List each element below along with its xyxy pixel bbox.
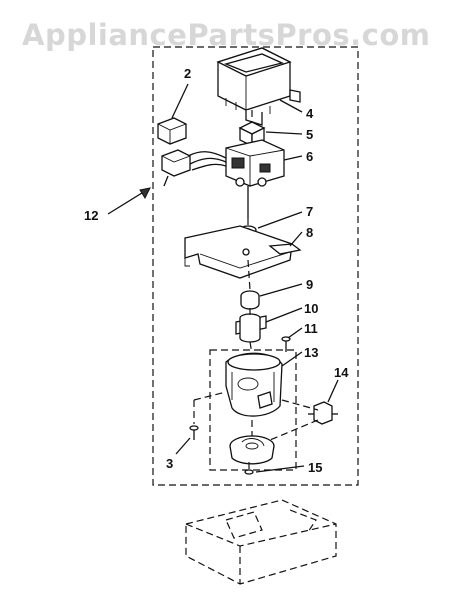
alignment-lines <box>193 110 319 470</box>
wire-connector-part <box>157 117 191 187</box>
assembly-boundary <box>152 46 359 486</box>
callout-14: 14 <box>334 365 349 380</box>
housing-subassembly-boundary <box>209 349 297 471</box>
watermark: AppliancePartsPros.com <box>22 18 431 52</box>
bottom-tray-part <box>185 499 337 585</box>
callout-12: 12 <box>84 208 98 223</box>
callout-2: 2 <box>184 66 191 81</box>
mounting-bracket-part <box>184 225 302 279</box>
washer-part-15 <box>244 469 254 475</box>
callout-15: 15 <box>308 460 322 475</box>
callout-9: 9 <box>306 277 313 292</box>
bushing-part <box>240 290 260 310</box>
callout-4: 4 <box>306 106 314 121</box>
auger-housing-part <box>225 352 283 417</box>
callout-labels: 2 4 5 6 7 8 9 10 11 12 13 14 3 15 <box>84 66 349 475</box>
callout-10: 10 <box>304 301 318 316</box>
callout-11: 11 <box>304 321 318 336</box>
motor-cover-part <box>216 47 301 126</box>
callout-8: 8 <box>306 225 313 240</box>
switch-part <box>308 401 338 425</box>
auger-coupling-part <box>235 313 267 343</box>
callout-5: 5 <box>306 127 313 142</box>
impeller-part <box>229 435 275 465</box>
screw-part-3 <box>189 425 199 440</box>
callout-6: 6 <box>306 149 313 164</box>
callout-13: 13 <box>304 345 318 360</box>
motor-part <box>187 139 285 218</box>
callout-3: 3 <box>166 456 173 471</box>
leader-lines <box>107 83 339 473</box>
callout-7: 7 <box>306 204 313 219</box>
